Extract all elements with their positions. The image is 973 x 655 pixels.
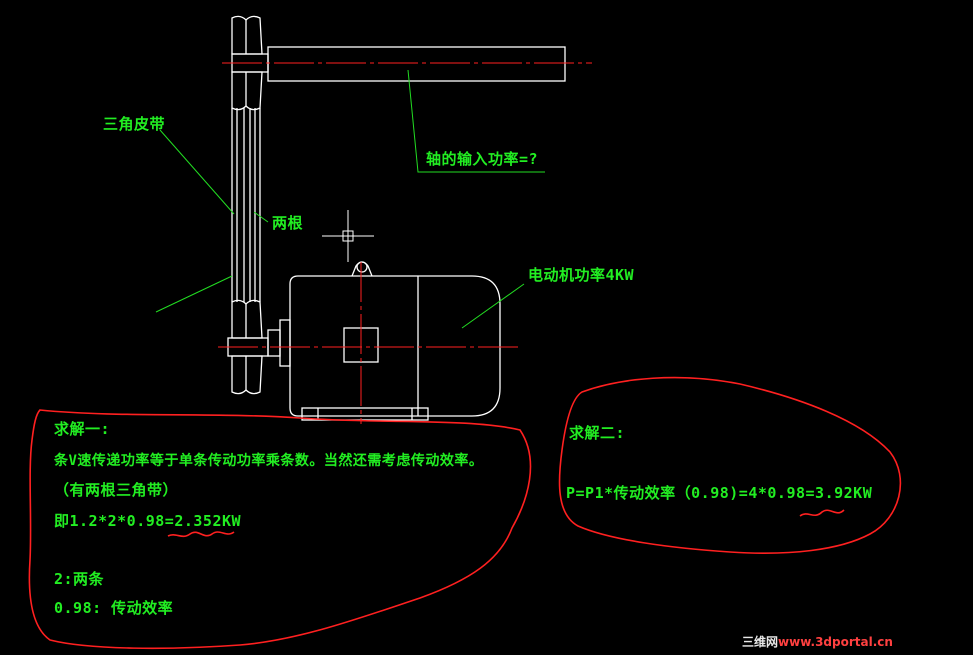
underline-scribble-2 <box>799 509 845 517</box>
output-shaft <box>231 46 566 82</box>
bottom-pulley <box>227 299 269 395</box>
solution2-line1: P=P1*传动效率（0.98)=4*0.98=3.92KW <box>566 484 873 502</box>
solution2-title: 求解二: <box>569 424 626 442</box>
watermark: 三维网www.3dportal.cn <box>742 633 893 650</box>
shaft-power-label: 轴的输入功率=? <box>426 150 539 168</box>
leader-lines <box>155 69 545 329</box>
watermark-part1: 三维网 <box>742 635 779 649</box>
motor-power-label: 电动机功率4KW <box>528 266 635 284</box>
v-belts <box>231 108 261 302</box>
underline-scribble-1 <box>167 531 235 538</box>
solution1-line5: 0.98: 传动效率 <box>54 599 174 617</box>
belt-label: 三角皮带 <box>103 115 166 133</box>
cad-crosshair-icon <box>322 210 374 262</box>
solution1-line4: 2:两条 <box>54 570 105 588</box>
solution1-line3: 即1.2*2*0.98=2.352KW <box>54 512 242 530</box>
solution1-line2: （有两根三角带） <box>54 481 179 499</box>
top-pulley <box>231 15 263 111</box>
center-lines <box>218 62 592 424</box>
red-annotations <box>28 376 902 650</box>
solution1-outline <box>28 409 532 650</box>
solution2-outline <box>558 376 902 554</box>
electric-motor <box>267 261 501 421</box>
two-belts-label: 两根 <box>272 214 304 232</box>
watermark-part2: www.3dportal.cn <box>778 635 893 649</box>
solution1-line1: 条V速传递功率等于单条传动功率乘条数。当然还需考虑传动效率。 <box>54 453 484 469</box>
solution1-title: 求解一: <box>54 420 111 438</box>
